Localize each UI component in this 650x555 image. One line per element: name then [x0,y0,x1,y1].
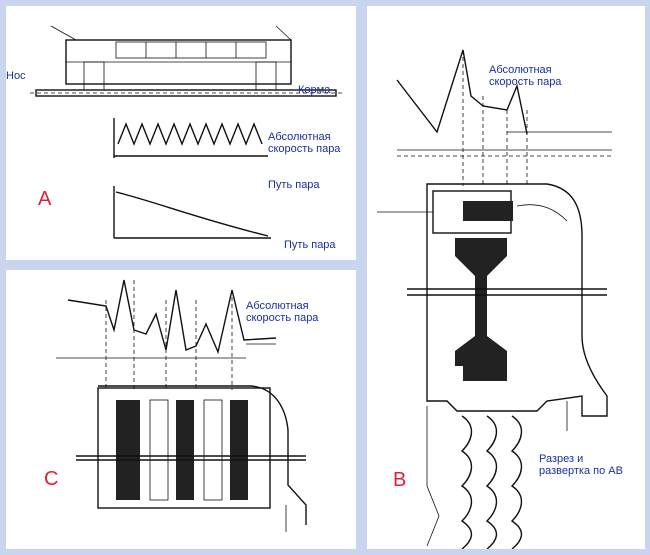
panel-b: Абсолютная скорость пара Разрез и развер… [367,6,645,549]
steam-path-label-1: Путь пара [268,179,320,191]
abs-speed-label-b: Абсолютная скорость пара [489,64,562,88]
abs-speed-label-a: Абсолютная скорость пара [268,131,341,155]
abs-speed-label-c: Абсолютная скорость пара [246,300,319,324]
nose-label: Нос [6,70,26,82]
panel-c-drawing [56,279,307,532]
panel-letter-c: C [44,468,59,490]
panel-b-drawing [377,49,612,549]
stern-label: Корма [298,84,331,96]
panel-c: Абсолютная скорость пара C [6,270,356,549]
panel-a: Нос Корма Абсолютная скорость пара Путь … [6,6,356,260]
panel-a-drawing [30,25,344,239]
section-label-b: Разрез и развертка по АВ [539,453,623,477]
panel-letter-b: B [393,469,407,491]
panel-letter-a: A [38,188,52,210]
steam-path-label-2: Путь пара [284,239,336,251]
